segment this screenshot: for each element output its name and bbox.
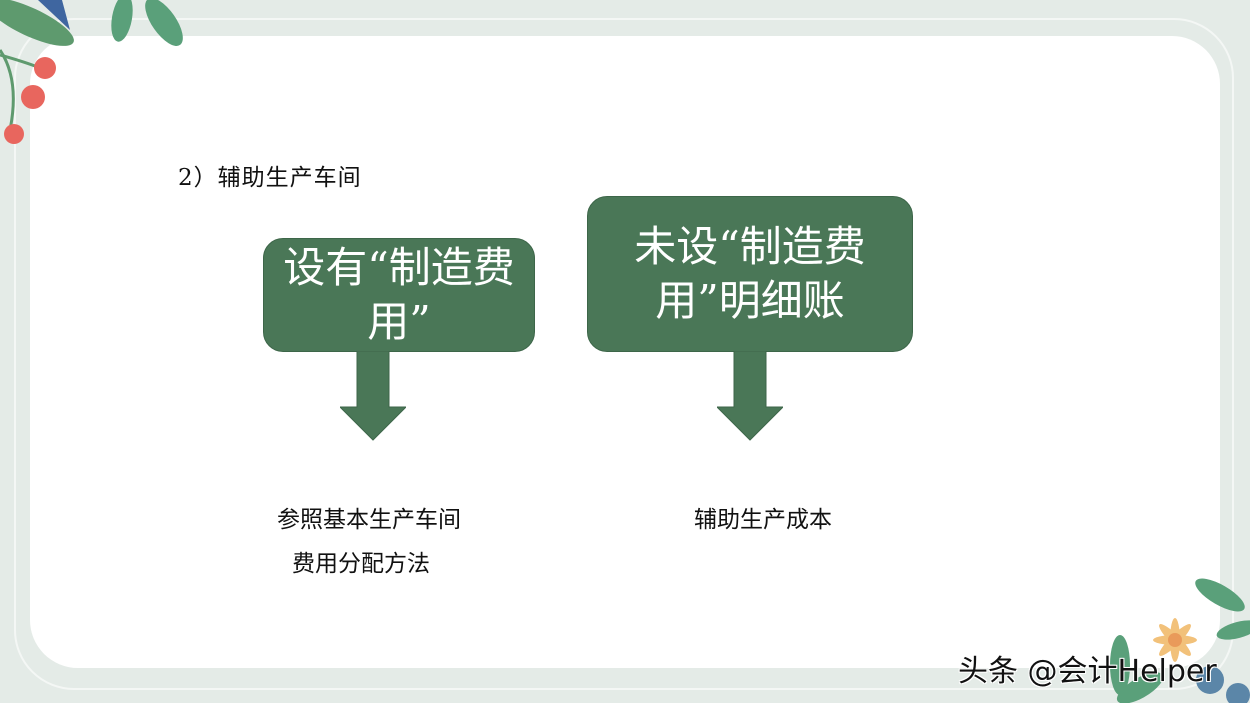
- arrow-down-left-icon: [340, 351, 406, 441]
- watermark: 头条 @会计Helper: [958, 654, 1217, 689]
- slide-border: [14, 18, 1234, 690]
- floral-decoration-bottom-right-icon: [1110, 578, 1250, 703]
- has-manufacturing-overhead-box: 设有“制造费用”: [263, 238, 535, 352]
- section-title: 2）辅助生产车间: [178, 165, 362, 191]
- left-result-line1: 参照基本生产车间: [277, 507, 461, 533]
- no-manufacturing-overhead-box: 未设“制造费用”明细账: [587, 196, 913, 352]
- arrow-down-right-icon: [717, 351, 783, 441]
- slide-card: [30, 36, 1220, 668]
- right-result: 辅助生产成本: [694, 507, 832, 533]
- floral-decoration-top-left-icon: [0, 0, 183, 144]
- left-result-line2: 费用分配方法: [292, 551, 430, 577]
